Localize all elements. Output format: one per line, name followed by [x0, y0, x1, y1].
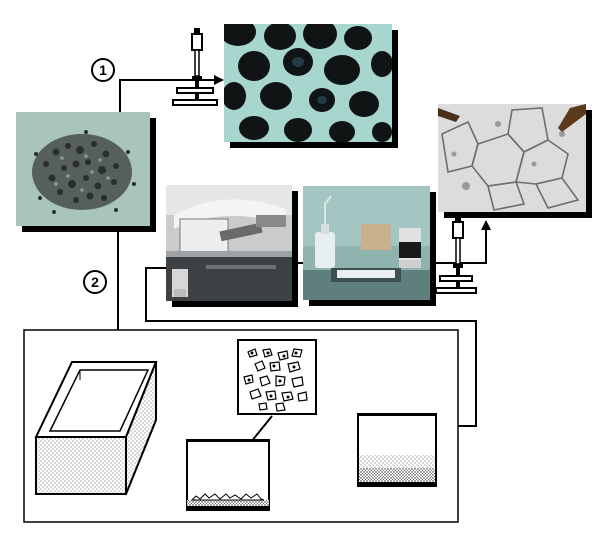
step-2-marker: 2: [83, 270, 107, 294]
grain-inset: [237, 339, 317, 415]
thin-section-image: [438, 104, 586, 212]
magnified-grains-photo: [224, 24, 392, 142]
sample-photo-image: [16, 112, 150, 226]
microscope-icon: [172, 28, 218, 106]
thin-section-photo: [438, 104, 586, 212]
grain-dark-spots: [247, 351, 298, 399]
settling-beaker-right: [357, 413, 437, 487]
connector-to-microscope2: [430, 220, 491, 264]
grain-fragments: [243, 348, 308, 412]
microscope-icon: [435, 216, 477, 294]
connector-step1: [119, 75, 224, 112]
step-1-label: 1: [99, 62, 107, 78]
magnified-grains-image: [224, 24, 392, 142]
wash-bottle-photo: [303, 186, 430, 300]
settling-beaker-left: [186, 439, 270, 511]
lab-apparatus-image: [166, 185, 292, 301]
open-tray: [34, 361, 158, 495]
sample-photo: [16, 112, 150, 226]
wash-bottle-image: [303, 186, 430, 300]
lab-panel: [23, 329, 459, 523]
lab-apparatus-photo: [166, 185, 292, 301]
connectors: [117, 75, 491, 427]
step-2-label: 2: [91, 274, 99, 290]
connector-lab-return: [145, 267, 477, 427]
step-1-marker: 1: [91, 58, 115, 82]
